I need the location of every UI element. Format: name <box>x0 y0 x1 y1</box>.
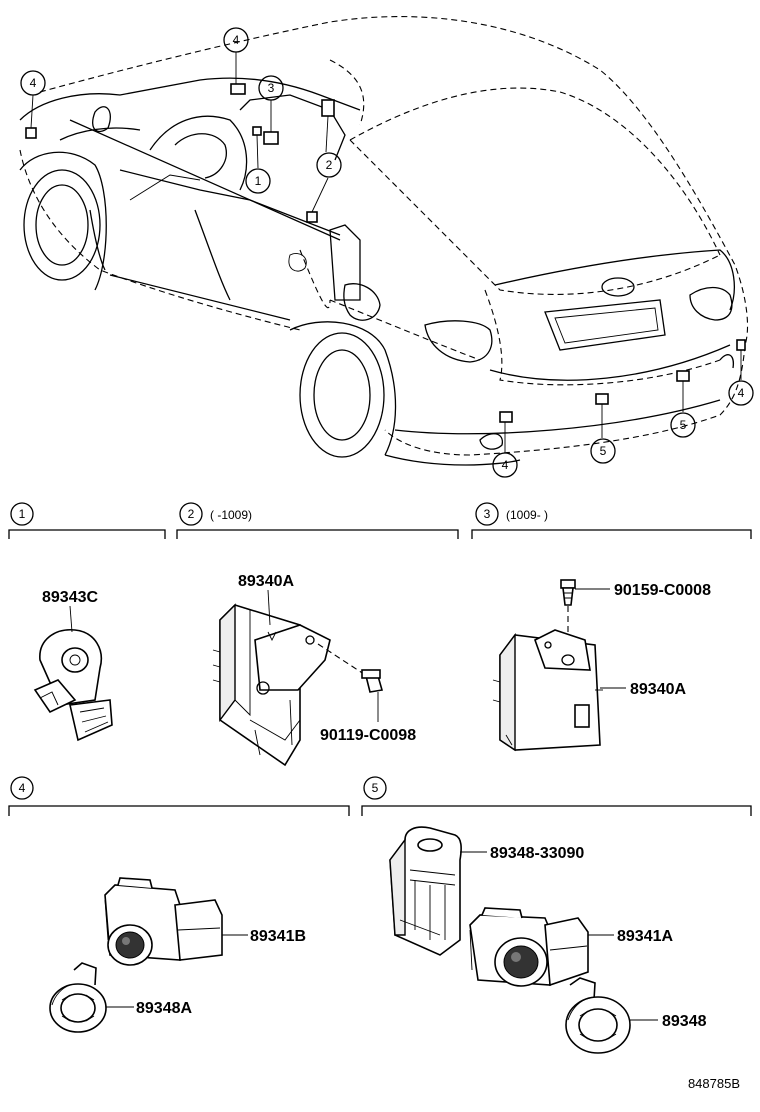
svg-text:(1009- ): (1009- ) <box>506 508 548 522</box>
part-number-89348-33090: 89348-33090 <box>490 845 584 862</box>
svg-text:4: 4 <box>19 781 26 795</box>
part-number-89340a-late: 89340A <box>630 681 686 698</box>
part-89340a-module-late <box>492 629 603 752</box>
part-90119-c0098-bolt <box>361 669 384 693</box>
svg-text:1: 1 <box>255 174 262 188</box>
svg-text:2: 2 <box>188 507 195 521</box>
part-number-89348a: 89348A <box>136 1000 192 1017</box>
svg-text:1: 1 <box>19 507 26 521</box>
part-number-90119-c0098: 90119-C0098 <box>320 727 416 744</box>
part-89341a-sensor <box>469 907 589 987</box>
part-number-89341b: 89341B <box>250 928 306 945</box>
callout-5-rear-center: 5 <box>590 438 616 464</box>
part-number-89341a: 89341A <box>617 928 673 945</box>
part-89348-33090-bracket <box>389 826 462 956</box>
callout-1-car: 1 <box>245 168 271 194</box>
part-90159-c0008-bolt <box>560 579 576 606</box>
part-number-89348: 89348 <box>662 1013 707 1030</box>
callout-4-top: 4 <box>223 27 249 53</box>
callout-4-rear-right: 4 <box>728 380 754 406</box>
svg-text:3: 3 <box>268 81 275 95</box>
callout-3-car: 3 <box>258 75 284 101</box>
car-sensor-markers <box>25 52 746 452</box>
callout-4-rear-left: 4 <box>492 452 518 478</box>
svg-text:4: 4 <box>502 458 509 472</box>
section-3-header: 3 (1009- ) <box>471 502 752 539</box>
part-number-89343c: 89343C <box>42 589 98 606</box>
section-1-header: 1 <box>8 502 166 539</box>
callout-4-front-left: 4 <box>20 70 46 96</box>
svg-text:5: 5 <box>600 444 607 458</box>
section-4-header: 4 <box>8 776 350 816</box>
part-89343c-sensor <box>33 629 113 742</box>
part-89341b-sensor <box>104 877 223 966</box>
svg-text:( -1009): ( -1009) <box>210 508 252 522</box>
callout-5-rear-right: 5 <box>670 412 696 438</box>
svg-text:5: 5 <box>372 781 379 795</box>
part-89348-retainer-ring <box>565 977 631 1054</box>
part-number-90159-c0008: 90159-C0008 <box>614 582 711 599</box>
part-89340a-module-early <box>212 603 331 767</box>
svg-text:5: 5 <box>680 418 687 432</box>
part-number-89340a-early: 89340A <box>238 573 294 590</box>
svg-text:4: 4 <box>233 33 240 47</box>
svg-text:4: 4 <box>738 386 745 400</box>
callout-2-car: 2 <box>316 152 342 178</box>
section-2-header: 2 ( -1009) <box>176 502 459 539</box>
svg-text:4: 4 <box>30 76 37 90</box>
car-overview-illustration <box>19 16 749 466</box>
section-5-header: 5 <box>361 776 752 816</box>
part-89348a-retainer-ring <box>49 962 107 1033</box>
svg-text:2: 2 <box>326 158 333 172</box>
diagram-reference-code: 848785B <box>688 1076 740 1091</box>
svg-text:3: 3 <box>484 507 491 521</box>
